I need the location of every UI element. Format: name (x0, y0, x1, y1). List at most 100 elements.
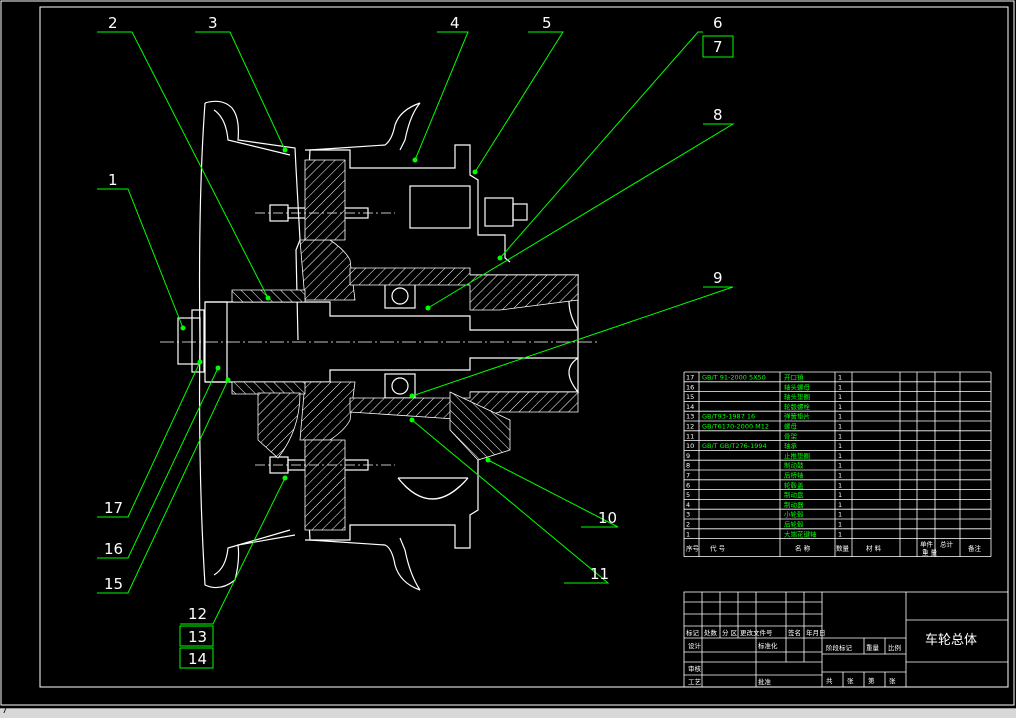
bom-row-no: 11 (686, 432, 694, 440)
bom-row-no: 13 (686, 413, 694, 421)
tb-sheet-total: 共 (826, 676, 833, 685)
bom-row-name: 弹簧垫片 (784, 412, 810, 421)
tb-standard: 标准化 (758, 641, 778, 650)
section-hatching (231, 159, 579, 531)
bom-row-name: 后轮毂 (784, 520, 804, 529)
tb-date: 年月日 (806, 628, 826, 637)
tb-sheet-unit: 张 (847, 676, 854, 685)
bom-row-name: 轮毂盖 (784, 480, 804, 489)
bom-row-qty: 1 (838, 462, 842, 470)
bom-header-qty: 数量 (836, 544, 850, 553)
bom-row-no: 5 (686, 491, 690, 499)
wheel-section (177, 100, 580, 591)
tb-change-doc: 更改文件号 (740, 628, 773, 637)
tb-audit: 审核 (688, 664, 702, 673)
bom-header-code: 代 号 (710, 544, 726, 553)
balloon-9: 9 (713, 269, 723, 287)
bom-row-qty: 1 (838, 452, 842, 460)
balloon-15: 15 (104, 575, 123, 593)
bom-row-qty: 1 (838, 511, 842, 519)
title-block (683, 591, 1009, 688)
balloon-8: 8 (713, 106, 723, 124)
bom-header-remark: 备注 (968, 544, 982, 553)
bom-row-no: 9 (686, 452, 690, 460)
status-bar: 7 (0, 706, 1016, 718)
bom-header-unit: 单件 (920, 540, 934, 549)
leader-lines (97, 31, 735, 669)
bom-header-material: 材 料 (866, 544, 882, 553)
balloon-3: 3 (208, 14, 218, 32)
bom-header-no: 序号 (686, 544, 700, 553)
bom-header-name: 名 称 (795, 544, 811, 553)
bom-row-no: 17 (686, 374, 694, 382)
bom-row-code: GB/T93-1987 16 (702, 413, 755, 421)
balloon-2: 2 (108, 14, 118, 32)
bom-row-name: 开口销 (784, 373, 804, 382)
tb-count: 处数 (704, 628, 718, 637)
bom-row-name: 螺母 (784, 422, 798, 431)
balloon-4: 4 (450, 14, 460, 32)
tb-scale: 比例 (888, 643, 901, 652)
bom-row-qty: 1 (838, 383, 842, 391)
bom-row-qty: 1 (838, 393, 842, 401)
bom-row-name: 后桥轴 (784, 471, 804, 480)
bom-row-qty: 1 (838, 442, 842, 450)
tb-mark: 标记 (686, 628, 700, 637)
bom-row-no: 6 (686, 481, 690, 489)
tb-design: 设计 (688, 641, 702, 650)
bom-row-name: 骨架 (784, 432, 798, 440)
bom-row-code: GB/T 91-2000 5X50 (702, 374, 766, 382)
bom-row-name: 轴承 (784, 441, 798, 450)
drawing-title: 车轮总体 (925, 632, 977, 648)
balloon-16: 16 (104, 540, 123, 558)
bom-row-qty: 1 (838, 521, 842, 529)
bom-row-qty: 1 (838, 403, 842, 411)
bom-row-qty: 1 (838, 501, 842, 509)
bom-row-name: 制动鼓 (784, 461, 804, 470)
tb-weight: 重量 (866, 644, 880, 652)
bom-row-qty: 1 (838, 413, 842, 421)
balloon-5: 5 (542, 14, 552, 32)
balloon-14: 14 (188, 650, 207, 668)
status-text: 7 (2, 706, 8, 716)
title-block-text: 标记 处数 分 区 更改文件号 签名 年月日 设计 标准化 阶段标记 重量 比例… (686, 628, 977, 686)
leader-dots (180, 147, 503, 481)
bom-row-no: 12 (686, 423, 694, 431)
bom-row-no: 4 (686, 501, 690, 509)
bom-header-weight: 重 量 (922, 549, 938, 557)
balloon-11: 11 (590, 565, 609, 583)
balloon-13: 13 (188, 628, 207, 646)
bom-row-no: 14 (686, 403, 694, 411)
bom-row-qty: 1 (838, 472, 842, 480)
bom-row-name: 轴头螺母 (784, 382, 811, 391)
sheet-border-inner (39, 6, 1009, 688)
bom-row-no: 7 (686, 472, 690, 480)
balloon-labels: 2 3 4 5 6 7 8 1 9 10 11 12 13 14 15 16 1… (104, 14, 723, 668)
bom-header-total: 总计 (940, 540, 954, 549)
bom-row-name: 轴头垫圈 (784, 392, 810, 401)
bom-row-name: 小轮毂 (784, 510, 804, 519)
bom-row-name: 轮毂螺栓 (784, 402, 811, 411)
balloon-10: 10 (598, 509, 617, 527)
tb-sign: 签名 (788, 628, 801, 637)
bom-row-no: 16 (686, 383, 694, 391)
bom-row-name: 止推垫圈 (784, 451, 810, 460)
bom-row-code: GB/T GB/T276-1994 (702, 442, 767, 450)
tb-process: 工艺 (688, 678, 702, 686)
bom-row-name: 制动器 (784, 500, 804, 509)
bom-row-qty: 1 (838, 530, 842, 538)
tb-zone: 分 区 (722, 628, 738, 637)
bom-row-qty: 1 (838, 423, 842, 431)
bom-row-no: 2 (686, 521, 690, 529)
bom-row-qty: 1 (838, 374, 842, 382)
bom-row-name: 制动盘 (784, 490, 804, 499)
balloon-7: 7 (713, 38, 723, 56)
tb-approve: 批准 (758, 677, 772, 686)
balloon-6: 6 (713, 14, 723, 32)
bom-row-name: 大端花键轴 (784, 529, 817, 538)
bom-row-no: 15 (686, 393, 694, 401)
